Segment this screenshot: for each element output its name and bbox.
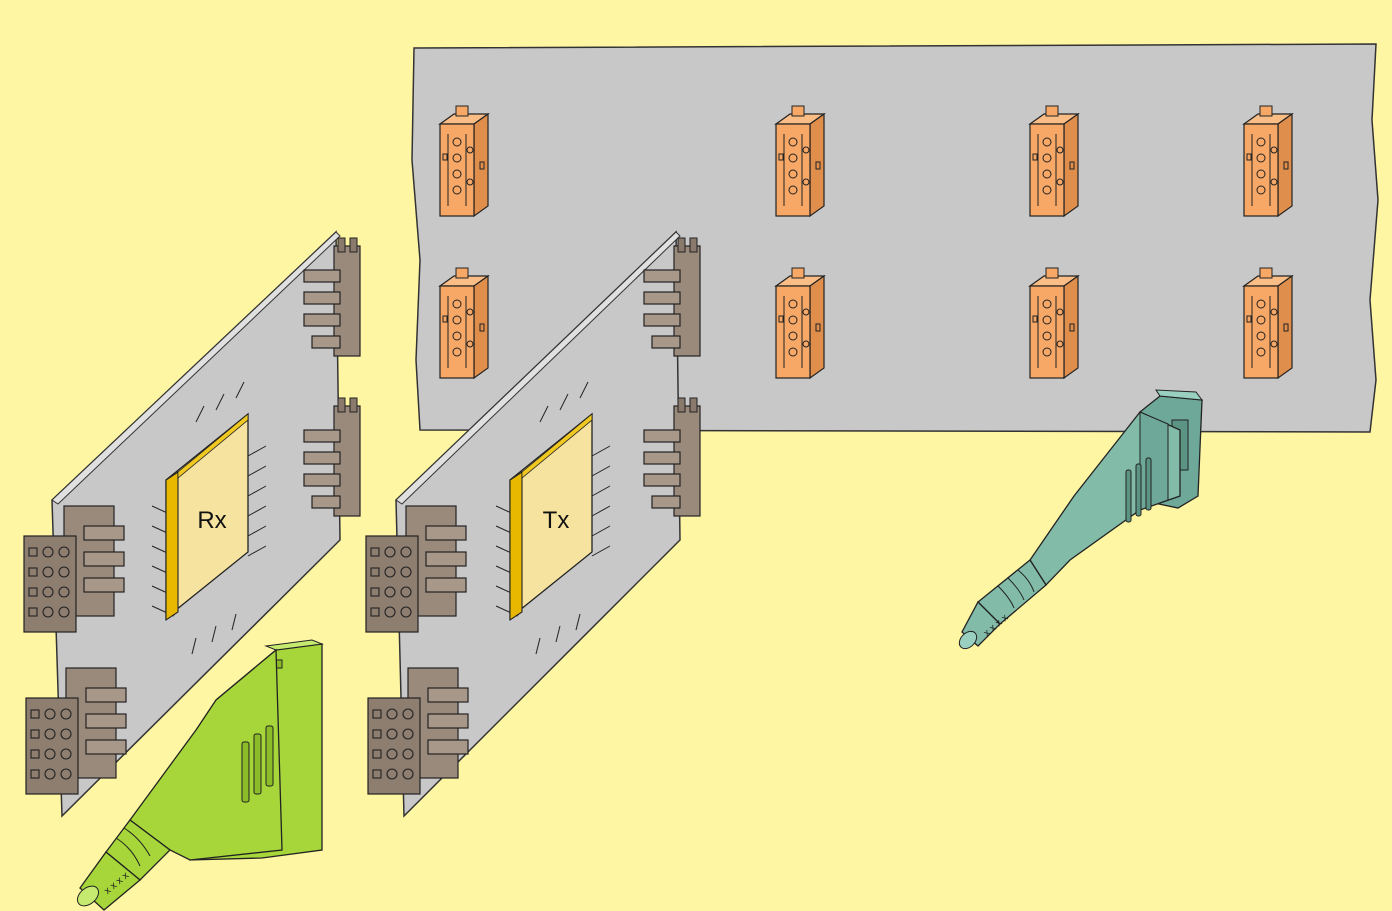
backplane-receptacle <box>776 268 824 378</box>
front-connector <box>26 668 126 794</box>
front-connector <box>366 506 466 632</box>
backplane-receptacle <box>440 268 488 378</box>
backplane-receptacle <box>440 106 488 216</box>
backplane-receptacle <box>1030 106 1078 216</box>
rx-chip-label: Rx <box>197 507 226 534</box>
front-connector <box>368 668 468 794</box>
tx-chip-label: Tx <box>543 507 570 534</box>
backplane-receptacle <box>1030 268 1078 378</box>
backplane-receptacle <box>776 106 824 216</box>
front-connector <box>24 506 124 632</box>
backplane-receptacle <box>1244 106 1292 216</box>
backplane-receptacle <box>1244 268 1292 378</box>
